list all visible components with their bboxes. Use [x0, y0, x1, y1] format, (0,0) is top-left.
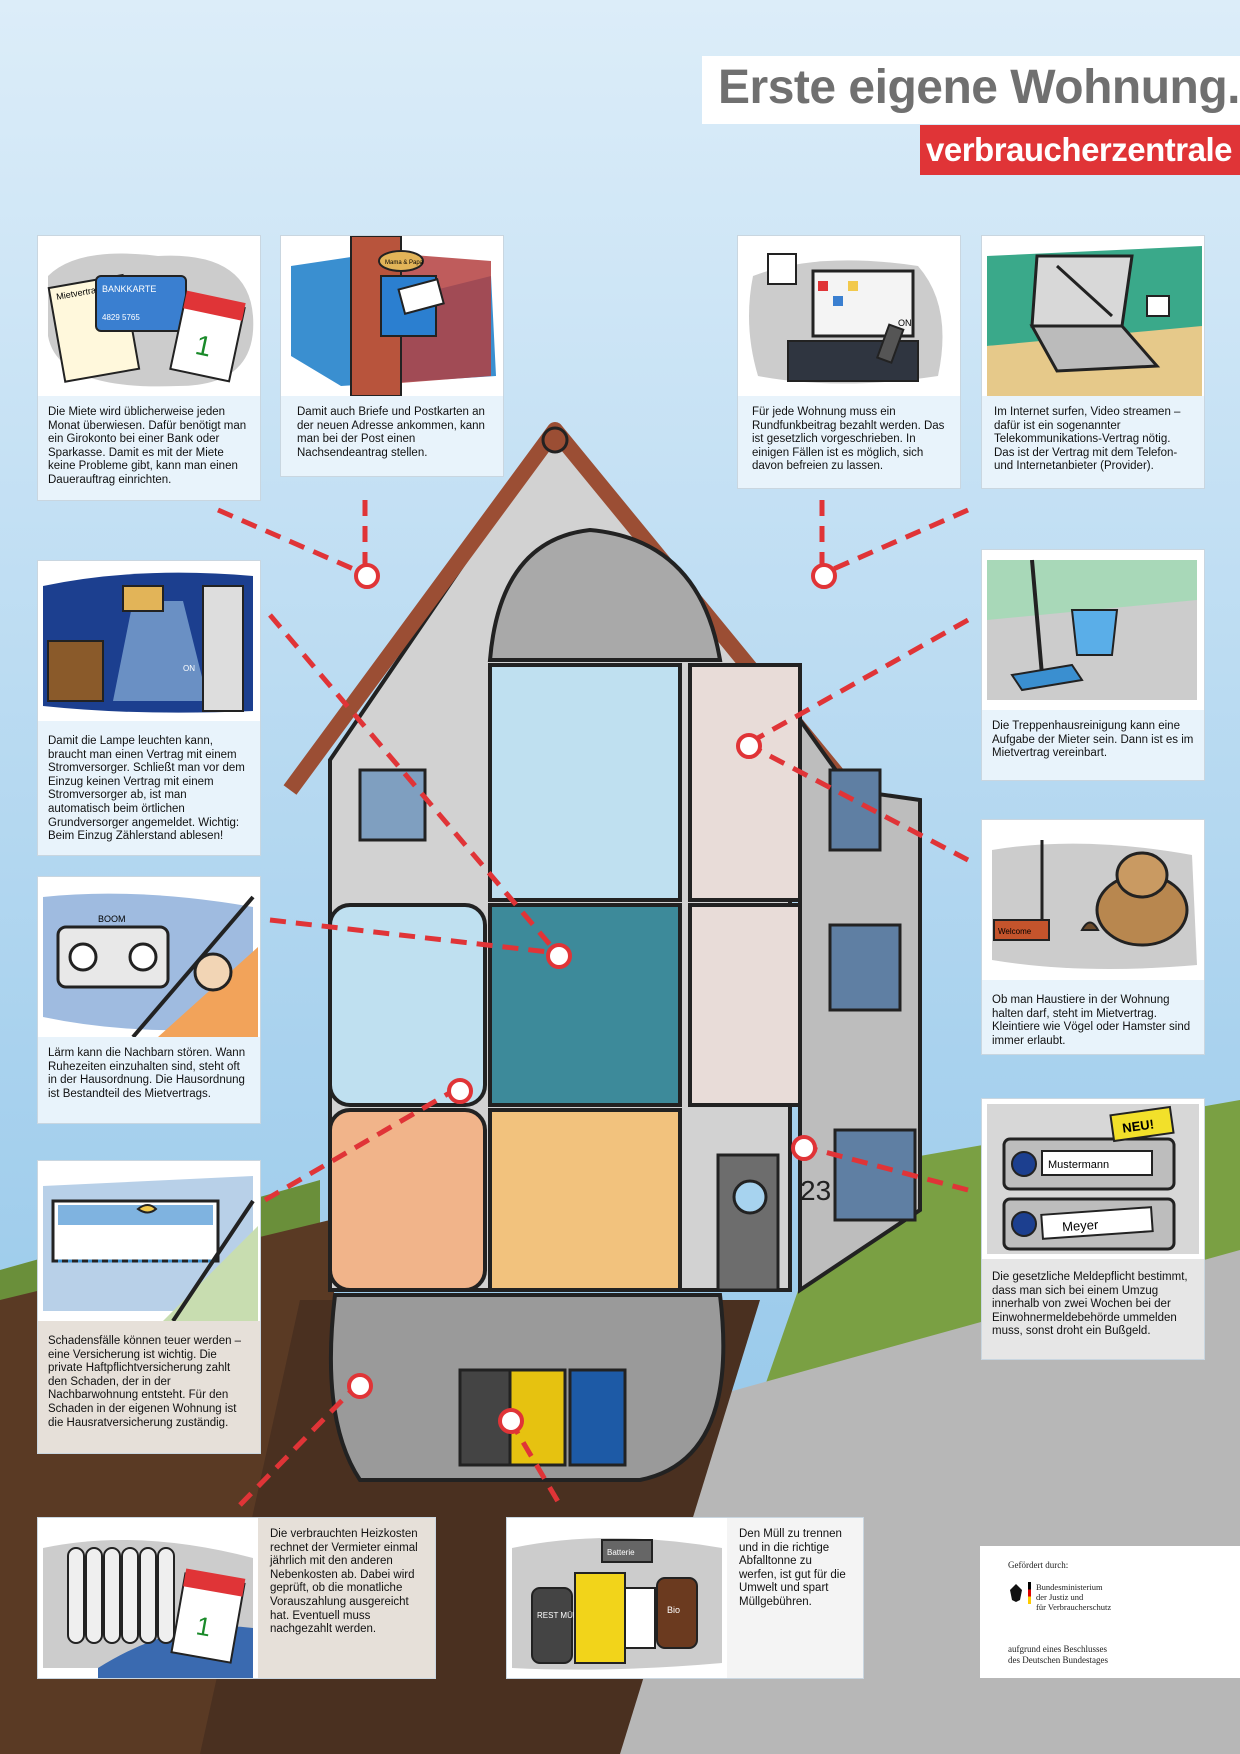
connector-dot	[498, 1408, 524, 1434]
svg-text:REST MÜLL: REST MÜLL	[537, 1611, 582, 1620]
mop-bucket-icon	[987, 559, 1197, 700]
card-lamp: ON Damit die Lampe leuchten kann, brauch…	[37, 560, 261, 856]
connector-dot	[546, 943, 572, 969]
connector-dot	[447, 1078, 473, 1104]
card-internet: Im Internet surfen, Video streamen – daf…	[981, 235, 1205, 489]
svg-text:NEU!: NEU!	[1121, 1116, 1155, 1135]
card-text: Ob man Haustiere in der Wohnung halten d…	[982, 980, 1204, 1054]
svg-text:1: 1	[193, 329, 215, 363]
tv-icon: ON	[749, 253, 943, 384]
house-number: 23	[800, 1175, 831, 1206]
german-flag-icon	[1028, 1582, 1031, 1604]
card-damage: Schadensfälle können teuer werden – eine…	[37, 1160, 261, 1454]
connector-dot	[791, 1135, 817, 1161]
svg-text:4829 5765: 4829 5765	[102, 313, 140, 322]
card-text: Im Internet surfen, Video streamen – daf…	[982, 396, 1204, 488]
boombox-icon: BOOM	[43, 893, 258, 1037]
svg-text:ON: ON	[898, 318, 912, 328]
page-title: Erste eigene Wohnung.	[718, 61, 1240, 114]
doorbell-nameplate-icon: Mustermann Meyer NEU!	[987, 1104, 1199, 1254]
ministry-name: Bundesministerium der Justiz und für Ver…	[1036, 1582, 1112, 1612]
mailbox-icon: Mama & Papa	[291, 236, 496, 396]
connector-dot	[736, 733, 762, 759]
connector-dot	[811, 563, 837, 589]
svg-text:Welcome: Welcome	[998, 927, 1032, 936]
svg-text:Batterie: Batterie	[607, 1548, 635, 1557]
svg-text:BANKKARTE: BANKKARTE	[102, 284, 156, 294]
card-text: Den Müll zu trennen und in die richtige …	[727, 1518, 863, 1678]
connector-dot	[354, 563, 380, 589]
svg-text:Meyer: Meyer	[1062, 1217, 1100, 1235]
card-register: Mustermann Meyer NEU! Die gesetzliche Me…	[981, 1098, 1205, 1360]
laptop-icon	[987, 246, 1202, 396]
card-rent: Mietvertrag BANKKARTE 4829 5765 1 Die Mi…	[37, 235, 261, 501]
overflowing-bathtub-icon	[43, 1176, 258, 1321]
card-mail: Mama & Papa Damit auch Briefe und Postka…	[280, 235, 504, 477]
svg-text:1: 1	[194, 1610, 213, 1642]
card-text: Damit die Lampe leuchten kann, braucht m…	[38, 721, 260, 855]
brand-logo: verbraucherzentrale	[926, 131, 1232, 168]
card-noise: BOOM Lärm kann die Nachbarn stören. Wann…	[37, 876, 261, 1124]
sponsor-note: aufgrund eines Beschlusses des Deutschen…	[1008, 1644, 1108, 1665]
card-text: Lärm kann die Nachbarn stören. Wann Ruhe…	[38, 1037, 260, 1123]
brand-banner: verbraucherzentrale	[920, 125, 1240, 175]
svg-text:BOOM: BOOM	[98, 914, 126, 924]
card-text: Die Miete wird üblicherweise jeden Monat…	[38, 396, 260, 500]
sponsor-box: Gefördert durch: Bundesministerium der J…	[980, 1546, 1240, 1678]
card-stairs: Die Treppenhausreinigung kann eine Aufga…	[981, 549, 1205, 781]
card-text: Schadensfälle können teuer werden – eine…	[38, 1321, 260, 1453]
radiator-icon: 1	[43, 1540, 253, 1678]
card-waste: REST MÜLL Bio Batterie Den Müll zu trenn…	[506, 1517, 864, 1679]
svg-text:ON: ON	[183, 664, 195, 673]
card-tv: ON Für jede Wohnung muss ein Rundfunkbei…	[737, 235, 961, 489]
dog-icon: Welcome	[992, 840, 1197, 969]
rent-contract-icon: Mietvertrag BANKKARTE 4829 5765 1	[47, 253, 254, 387]
svg-text:Mustermann: Mustermann	[1048, 1159, 1109, 1171]
card-text: Die gesetzliche Meldepflicht bestimmt, d…	[982, 1259, 1204, 1359]
svg-text:Mama & Papa: Mama & Papa	[385, 260, 424, 266]
card-text: Die verbrauchten Heizkosten rechnet der …	[258, 1518, 435, 1678]
card-text: Die Treppenhausreinigung kann eine Aufga…	[982, 710, 1204, 780]
card-heating: 1 Die verbrauchten Heizkosten rechnet de…	[37, 1517, 436, 1679]
federal-eagle-icon	[1010, 1584, 1022, 1602]
connector-dot	[347, 1373, 373, 1399]
card-pets: Welcome Ob man Haustiere in der Wohnung …	[981, 819, 1205, 1055]
title-banner: Erste eigene Wohnung.	[702, 56, 1240, 124]
waste-bins-icon: REST MÜLL Bio Batterie	[512, 1538, 722, 1670]
svg-text:Bio: Bio	[667, 1605, 680, 1615]
lamp-icon: ON	[43, 572, 253, 713]
sponsor-label: Gefördert durch:	[1008, 1560, 1069, 1570]
card-text: Für jede Wohnung muss ein Rundfunkbeitra…	[738, 396, 960, 488]
card-text: Damit auch Briefe und Postkarten an der …	[281, 396, 503, 476]
